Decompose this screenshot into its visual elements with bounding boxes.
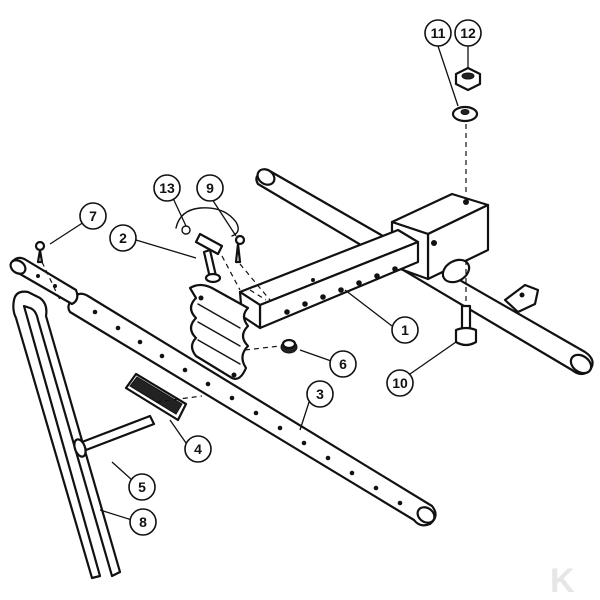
callout-9: 9 xyxy=(196,174,224,202)
tine-bar xyxy=(67,292,437,527)
svg-text:1: 1 xyxy=(401,322,409,338)
callout-12: 12 xyxy=(454,19,482,47)
svg-text:7: 7 xyxy=(89,208,97,224)
carriage-bolt xyxy=(73,414,156,458)
svg-text:11: 11 xyxy=(431,25,446,41)
clamp-bolt xyxy=(454,304,478,347)
callout-2: 2 xyxy=(109,224,137,252)
callout-8: 8 xyxy=(129,508,157,536)
callout-10: 10 xyxy=(386,369,414,397)
callout-4: 4 xyxy=(184,435,212,463)
pivot-pin xyxy=(194,232,224,284)
spring-clip xyxy=(175,207,239,237)
callout-11: 11 xyxy=(424,19,452,47)
svg-text:12: 12 xyxy=(460,25,476,41)
svg-text:8: 8 xyxy=(139,514,147,530)
svg-text:2: 2 xyxy=(119,230,127,246)
corrugated-plate xyxy=(188,283,250,380)
callout-5: 5 xyxy=(128,473,156,501)
hairpin-tine xyxy=(12,290,122,580)
brand-logo-watermark: K xyxy=(550,562,575,600)
top-washer xyxy=(451,105,479,123)
short-bar-segment xyxy=(9,256,79,306)
svg-text:13: 13 xyxy=(159,180,175,196)
callout-1: 1 xyxy=(391,316,419,344)
svg-text:3: 3 xyxy=(316,386,324,402)
svg-text:10: 10 xyxy=(392,375,408,391)
svg-text:5: 5 xyxy=(138,479,146,495)
svg-text:4: 4 xyxy=(194,441,202,457)
clamp-plate xyxy=(124,372,188,422)
hex-nut-6 xyxy=(280,338,298,354)
small-screw xyxy=(34,240,46,264)
callout-13: 13 xyxy=(153,174,181,202)
tube-bracket-plate xyxy=(503,283,540,314)
leader-lines xyxy=(49,45,469,521)
svg-text:6: 6 xyxy=(339,356,347,372)
svg-text:9: 9 xyxy=(206,180,214,196)
lock-screw xyxy=(234,234,246,264)
assembly-centerlines xyxy=(41,124,467,403)
callout-7: 7 xyxy=(79,202,107,230)
callout-6: 6 xyxy=(329,350,357,378)
callout-3: 3 xyxy=(306,380,334,408)
svg-text:K: K xyxy=(550,562,575,600)
top-nut xyxy=(454,66,482,92)
square-arm xyxy=(238,228,420,330)
